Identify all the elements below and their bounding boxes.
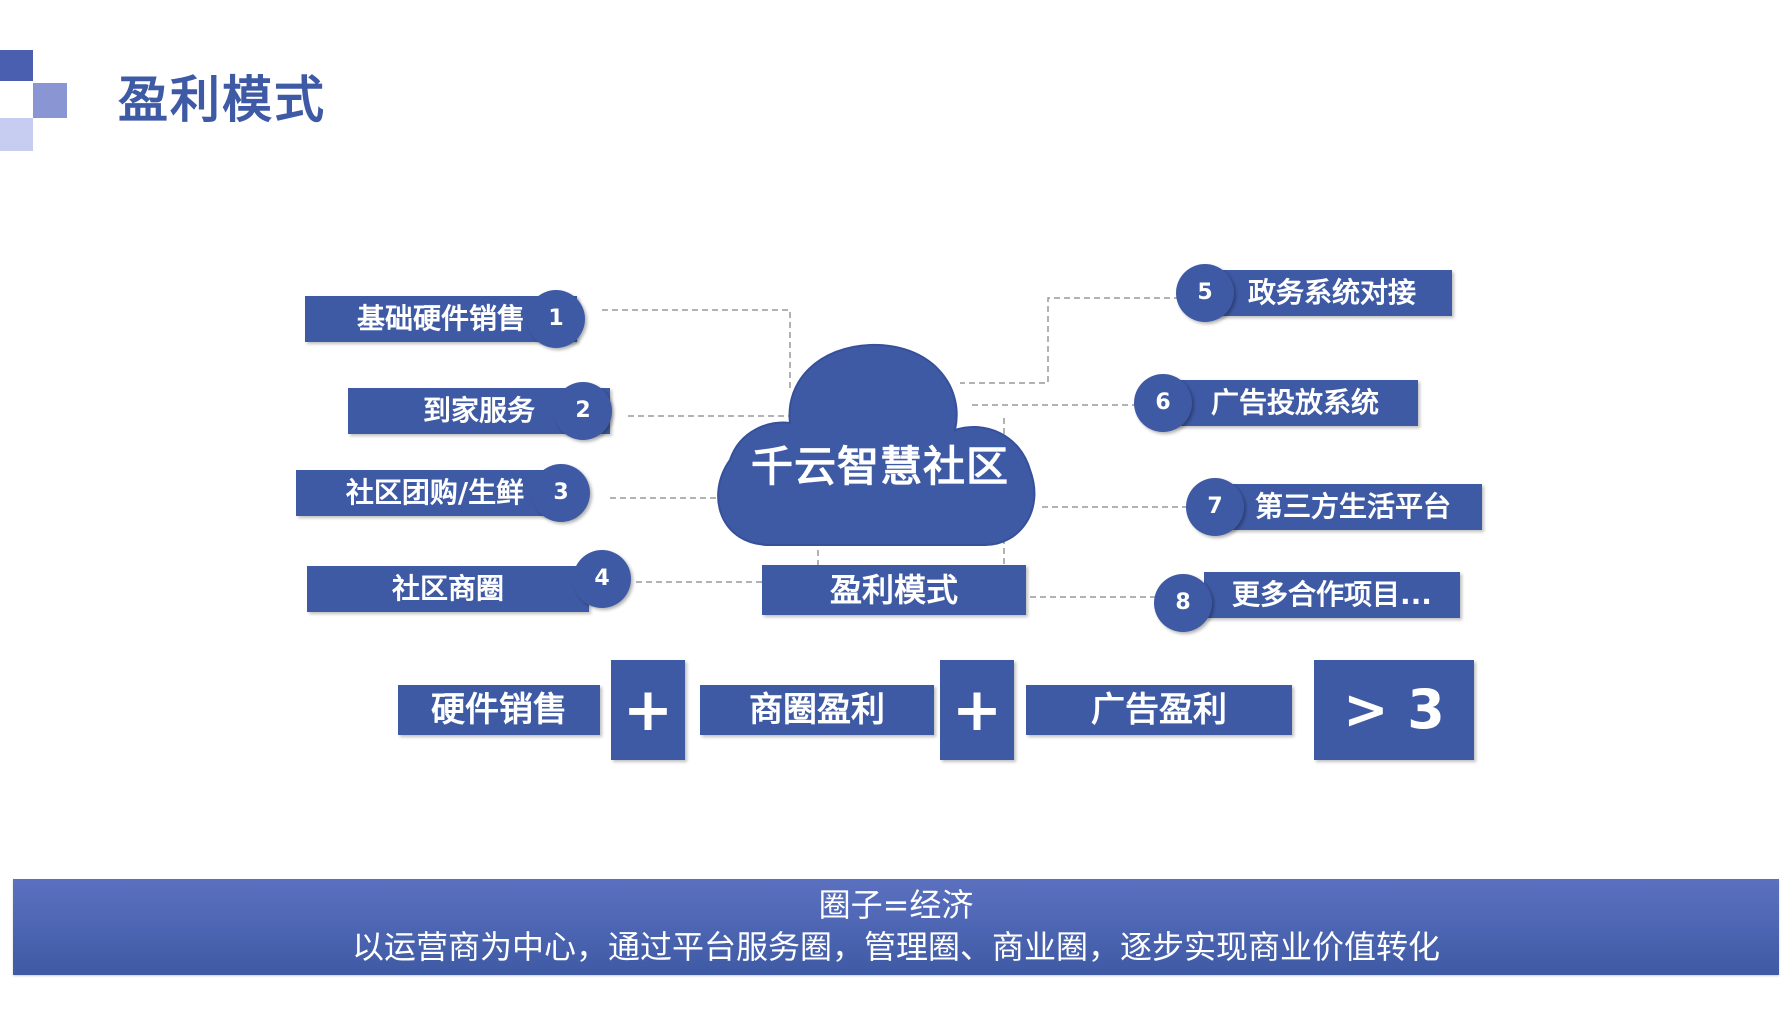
profit-item-number: 7	[1186, 478, 1244, 536]
corner-decoration-square	[33, 83, 67, 118]
formula-term-hardware: 硬件销售	[398, 685, 600, 735]
corner-decoration-square	[0, 50, 33, 81]
profit-item-label: 更多合作项目...	[1204, 572, 1460, 618]
profit-item-label: 广告投放系统	[1172, 380, 1418, 426]
profit-item-4: 社区商圈 4	[307, 550, 637, 612]
profit-item-3: 社区团购/生鲜 3	[296, 464, 596, 522]
profit-item-number: 3	[532, 464, 590, 522]
profit-item-number: 1	[527, 290, 585, 348]
formula-term-advertising: 广告盈利	[1026, 685, 1292, 735]
formula-result: > 3	[1314, 660, 1474, 760]
profit-item-7: 第三方生活平台 7	[1186, 478, 1482, 536]
formula-term-business-circle: 商圈盈利	[700, 685, 934, 735]
page-title: 盈利模式	[118, 71, 326, 129]
center-label: 盈利模式	[762, 565, 1026, 615]
profit-item-6: 广告投放系统 6	[1134, 374, 1418, 432]
profit-item-label: 政务系统对接	[1212, 270, 1452, 316]
corner-decoration-square	[0, 118, 33, 151]
profit-item-1: 基础硬件销售 1	[305, 290, 605, 348]
profit-item-label: 社区商圈	[307, 566, 589, 612]
cloud-shape	[717, 343, 1036, 546]
profit-item-8: 更多合作项目... 8	[1154, 572, 1460, 632]
cloud-title: 千云智慧社区	[750, 442, 1009, 491]
summary-banner: 圈子=经济 以运营商为中心，通过平台服务圈，管理圈、商业圈，逐步实现商业价值转化	[13, 879, 1779, 975]
profit-item-number: 5	[1176, 264, 1234, 322]
profit-item-number: 4	[573, 550, 631, 608]
formula-plus-sign: +	[940, 660, 1014, 760]
banner-headline: 圈子=经济	[818, 886, 974, 924]
formula-plus-sign: +	[611, 660, 685, 760]
banner-description: 以运营商为中心，通过平台服务圈，管理圈、商业圈，逐步实现商业价值转化	[351, 928, 1440, 966]
profit-item-number: 2	[554, 382, 612, 440]
profit-item-5: 政务系统对接 5	[1176, 264, 1452, 322]
profit-item-label: 社区团购/生鲜	[296, 470, 574, 516]
profit-item-number: 6	[1134, 374, 1192, 432]
profit-item-label: 第三方生活平台	[1224, 484, 1482, 530]
profit-item-2: 到家服务 2	[348, 382, 633, 440]
profit-item-number: 8	[1154, 574, 1212, 632]
